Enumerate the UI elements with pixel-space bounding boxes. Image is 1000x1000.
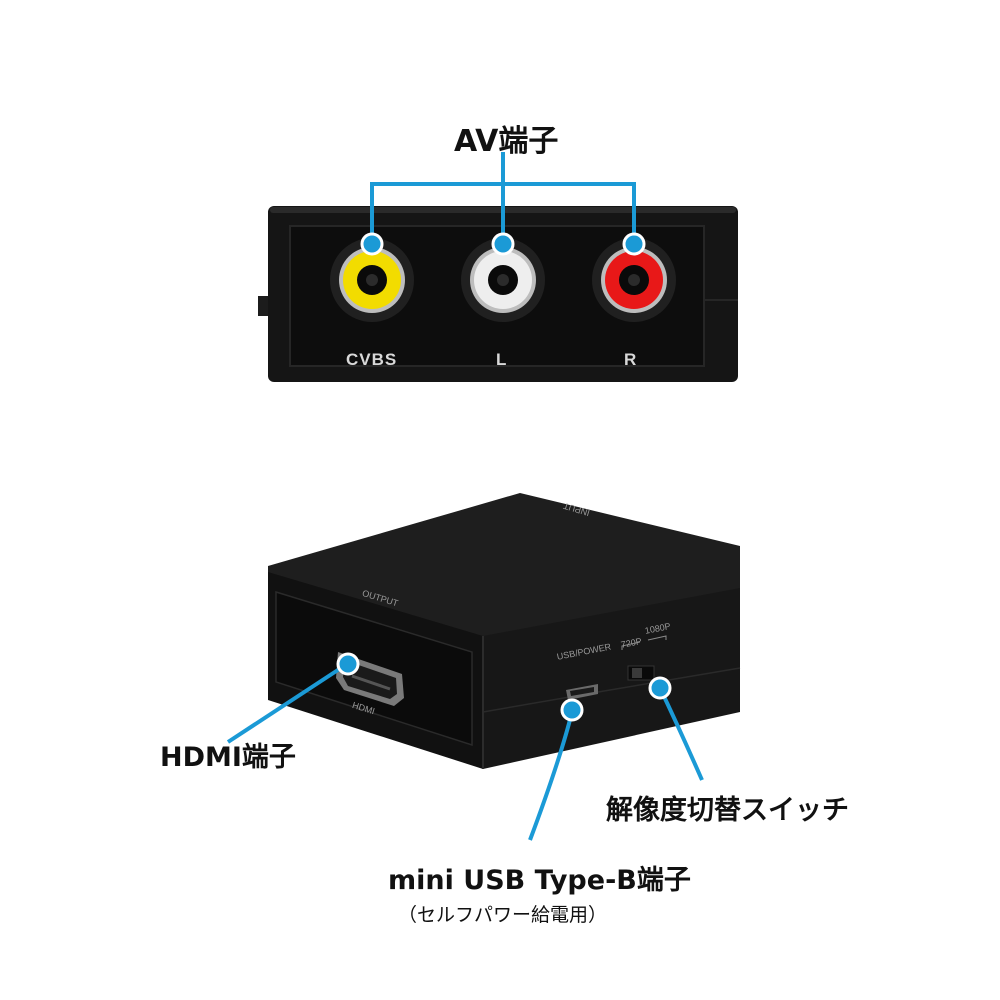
jack-label-l: L: [496, 350, 508, 369]
bottom-callout-dots: [336, 652, 672, 722]
av-callout-lines: [370, 152, 636, 238]
rca-jack-red: [592, 238, 676, 322]
jack-label-r: R: [624, 350, 638, 369]
mini-usb-terminal-label: mini USB Type-B端子: [388, 865, 691, 896]
jack-label-cvbs: CVBS: [346, 350, 398, 369]
rca-jack-white: [461, 238, 545, 322]
device-top-surface: [268, 493, 740, 640]
resolution-switch: [627, 665, 655, 681]
mini-usb-note: （セルフパワー給電用）: [398, 904, 608, 926]
av-terminal-label: AV端子: [454, 124, 559, 159]
av-callout-dots: [360, 232, 646, 256]
hdmi-terminal-label: HDMI端子: [160, 742, 296, 773]
top-device: [258, 206, 738, 382]
mini-usb-port: [566, 684, 598, 700]
rca-jack-yellow: [330, 238, 414, 322]
resolution-switch-label: 解像度切替スイッチ: [606, 795, 849, 826]
